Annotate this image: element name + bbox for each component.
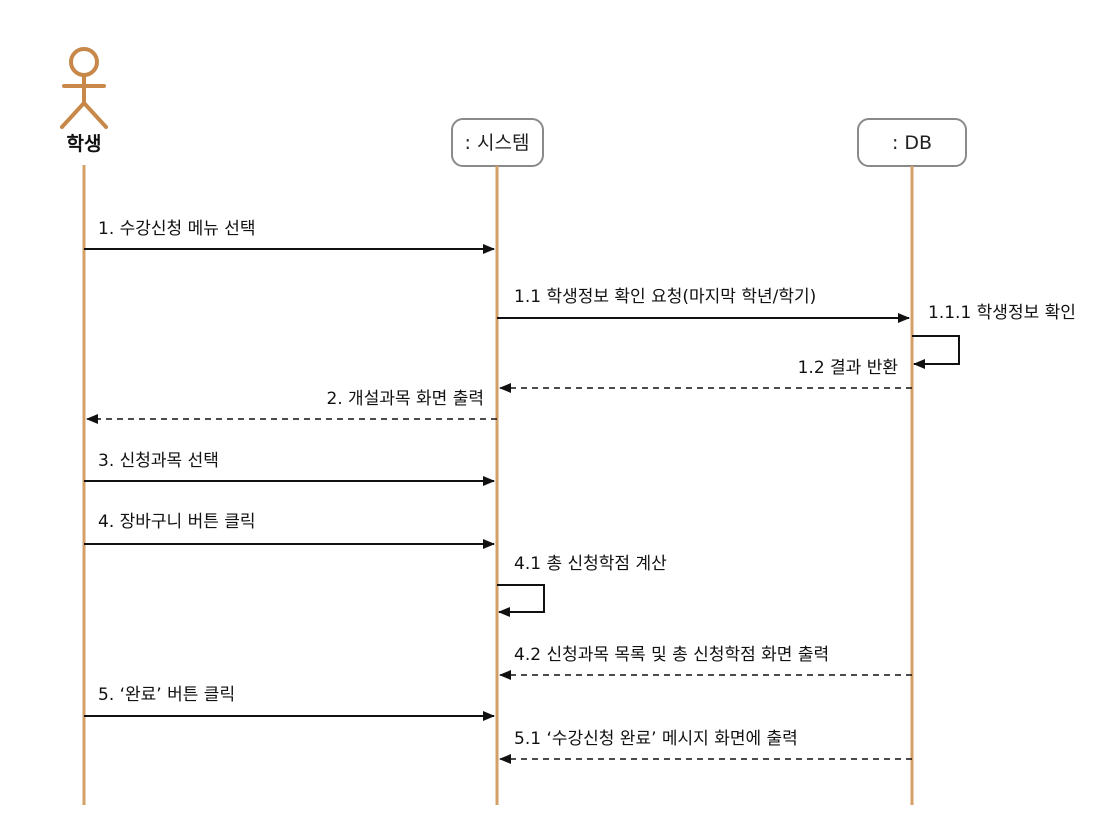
message-label: 1.2 결과 반환 xyxy=(798,358,898,378)
message-label: 4. 장바구니 버튼 클릭 xyxy=(98,512,256,532)
message-4-1: 4.1 총 신청학점 계산 xyxy=(497,554,667,617)
message-4-2: 4.2 신청과목 목록 및 총 신청학점 화면 출력 xyxy=(499,645,912,680)
student-label: 학생 xyxy=(67,133,102,155)
db-label: : DB xyxy=(892,132,932,154)
message-label: 4.1 총 신청학점 계산 xyxy=(514,554,667,574)
self-message-arrow xyxy=(912,335,960,369)
self-message-arrow xyxy=(497,584,545,617)
message-label: 1.1 학생정보 확인 요청(마지막 학년/학기) xyxy=(514,287,816,307)
db-participant: : DB xyxy=(857,118,967,167)
message-1-1: 1.1 학생정보 확인 요청(마지막 학년/학기) xyxy=(497,287,910,323)
system-participant: : 시스템 xyxy=(451,118,544,167)
message-5: 5. ‘완료’ 버튼 클릭 xyxy=(84,685,495,721)
student-actor: 학생 xyxy=(60,47,108,155)
message-label: 5. ‘완료’ 버튼 클릭 xyxy=(98,685,235,705)
message-4: 4. 장바구니 버튼 클릭 xyxy=(84,512,495,549)
message-1: 1. 수강신청 메뉴 선택 xyxy=(84,219,495,254)
message-label: 1. 수강신청 메뉴 선택 xyxy=(98,219,256,239)
message-label: 4.2 신청과목 목록 및 총 신청학점 화면 출력 xyxy=(514,645,829,665)
message-label: 2. 개설과목 화면 출력 xyxy=(326,389,484,409)
message-5-1: 5.1 ‘수강신청 완료’ 메시지 화면에 출력 xyxy=(499,729,912,764)
message-label: 5.1 ‘수강신청 완료’ 메시지 화면에 출력 xyxy=(514,729,798,749)
message-3: 3. 신청과목 선택 xyxy=(84,451,495,486)
message-1-2: 1.2 결과 반환 xyxy=(499,358,912,393)
message-1-1-1: 1.1.1 학생정보 확인 xyxy=(912,303,1076,369)
actor-stick-figure-icon xyxy=(60,47,108,129)
message-label: 1.1.1 학생정보 확인 xyxy=(928,303,1076,323)
message-label: 3. 신청과목 선택 xyxy=(98,451,219,471)
system-label: : 시스템 xyxy=(465,132,530,154)
message-2: 2. 개설과목 화면 출력 xyxy=(86,389,497,424)
